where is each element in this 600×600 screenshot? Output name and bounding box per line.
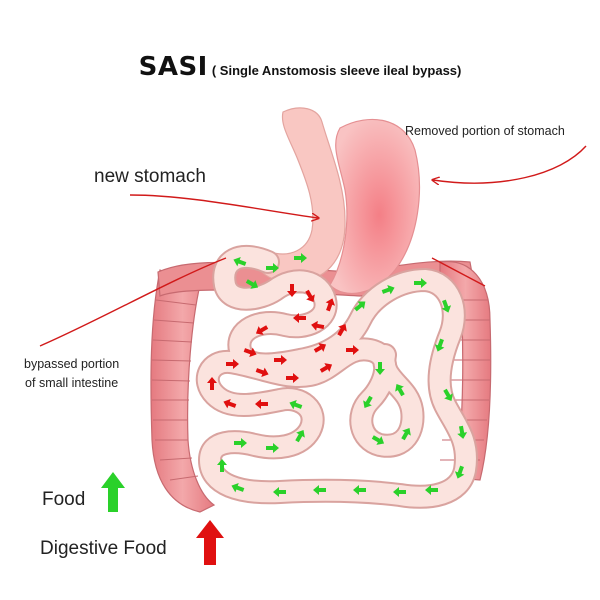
digestive-flow-arrow-icon bbox=[311, 320, 325, 331]
digestive-flow-arrow-icon bbox=[346, 345, 359, 355]
food-flow-arrow-icon bbox=[266, 263, 279, 273]
food-flow-arrow-icon bbox=[234, 438, 247, 448]
food-flow-arrow-icon bbox=[273, 487, 286, 497]
legend-digestive-food-label: Digestive Food bbox=[40, 538, 167, 559]
digestive-flow-arrow-icon bbox=[255, 399, 268, 409]
food-flow-arrow-icon bbox=[401, 427, 411, 441]
food-flow-arrow-icon bbox=[441, 299, 452, 313]
label-bypassed-line1: bypassed portion bbox=[24, 357, 120, 371]
food-flow-arrow-icon bbox=[313, 485, 326, 495]
diagram-title: SASI( Single Anstomosis sleeve ileal byp… bbox=[0, 52, 600, 82]
food-flow-arrow-icon bbox=[425, 485, 438, 495]
annotation-line-colon-right bbox=[431, 257, 486, 287]
food-flow-arrow-icon bbox=[289, 399, 303, 410]
digestive-flow-arrow-icon bbox=[293, 313, 306, 323]
food-flow-arrow-icon bbox=[443, 388, 453, 402]
title-main: SASI bbox=[138, 52, 208, 82]
label-new-stomach: new stomach bbox=[94, 166, 206, 187]
annotation-line-new-stomach bbox=[129, 194, 318, 218]
label-bypassed-intestine: bypassed portion of small intestine bbox=[24, 355, 119, 393]
food-flow-arrow-icon bbox=[231, 482, 245, 493]
digestive-flow-arrow-icon bbox=[223, 398, 237, 409]
legend-food-label: Food bbox=[42, 489, 86, 510]
food-flow-arrow-icon bbox=[353, 485, 366, 495]
food-flow-arrow-icon bbox=[457, 425, 468, 439]
food-flow-arrow-icon bbox=[395, 383, 405, 397]
digestive-flow-arrow-icon bbox=[337, 323, 347, 337]
digestive-flow-arrow-icon bbox=[286, 373, 299, 383]
digestive-flow-arrow-icon bbox=[325, 298, 336, 312]
annotation-line-bypassed bbox=[39, 257, 227, 347]
digestive-flow-arrow-icon bbox=[226, 359, 239, 369]
food-flow-arrow-icon bbox=[233, 256, 247, 267]
food-flow-arrow-icon bbox=[381, 284, 395, 295]
digestive-flow-arrow-icon bbox=[313, 343, 327, 353]
food-flow-arrow-icon bbox=[454, 465, 465, 479]
food-flow-arrow-icon bbox=[363, 395, 373, 409]
digestive-flow-arrow-icon bbox=[319, 363, 333, 373]
food-flow-arrow-icon bbox=[434, 338, 445, 352]
digestive-flow-arrow-icon bbox=[255, 325, 269, 335]
digestive-flow-arrow-icon bbox=[305, 289, 315, 303]
digestive-flow-arrow-icon bbox=[274, 355, 287, 365]
food-flow-arrow-icon bbox=[393, 487, 406, 497]
food-flow-arrow-icon bbox=[414, 278, 427, 288]
digestive-food-arrow-icon bbox=[196, 520, 224, 565]
title-subtitle: ( Single Anstomosis sleeve ileal bypass) bbox=[211, 63, 462, 78]
digestive-flow-arrow-icon bbox=[287, 284, 297, 297]
label-removed-stomach: Removed portion of stomach bbox=[405, 124, 565, 138]
food-flow-arrow-icon bbox=[354, 301, 366, 312]
food-flow-arrow-icon bbox=[295, 429, 305, 443]
food-flow-arrow-icon bbox=[245, 279, 259, 289]
food-flow-arrow-icon bbox=[217, 459, 227, 472]
label-bypassed-line2: of small intestine bbox=[25, 376, 119, 390]
food-flow-arrow-icon bbox=[375, 362, 385, 375]
annotation-line-removed-stomach bbox=[433, 145, 587, 183]
food-flow-arrow-icon bbox=[266, 443, 279, 453]
digestive-flow-arrow-icon bbox=[243, 347, 257, 358]
flow-arrows bbox=[207, 253, 468, 497]
digestive-flow-arrow-icon bbox=[255, 367, 269, 378]
food-flow-arrow-icon bbox=[294, 253, 307, 263]
food-arrow-icon bbox=[101, 472, 125, 512]
food-flow-arrow-icon bbox=[371, 435, 385, 445]
digestive-flow-arrow-icon bbox=[207, 377, 217, 390]
